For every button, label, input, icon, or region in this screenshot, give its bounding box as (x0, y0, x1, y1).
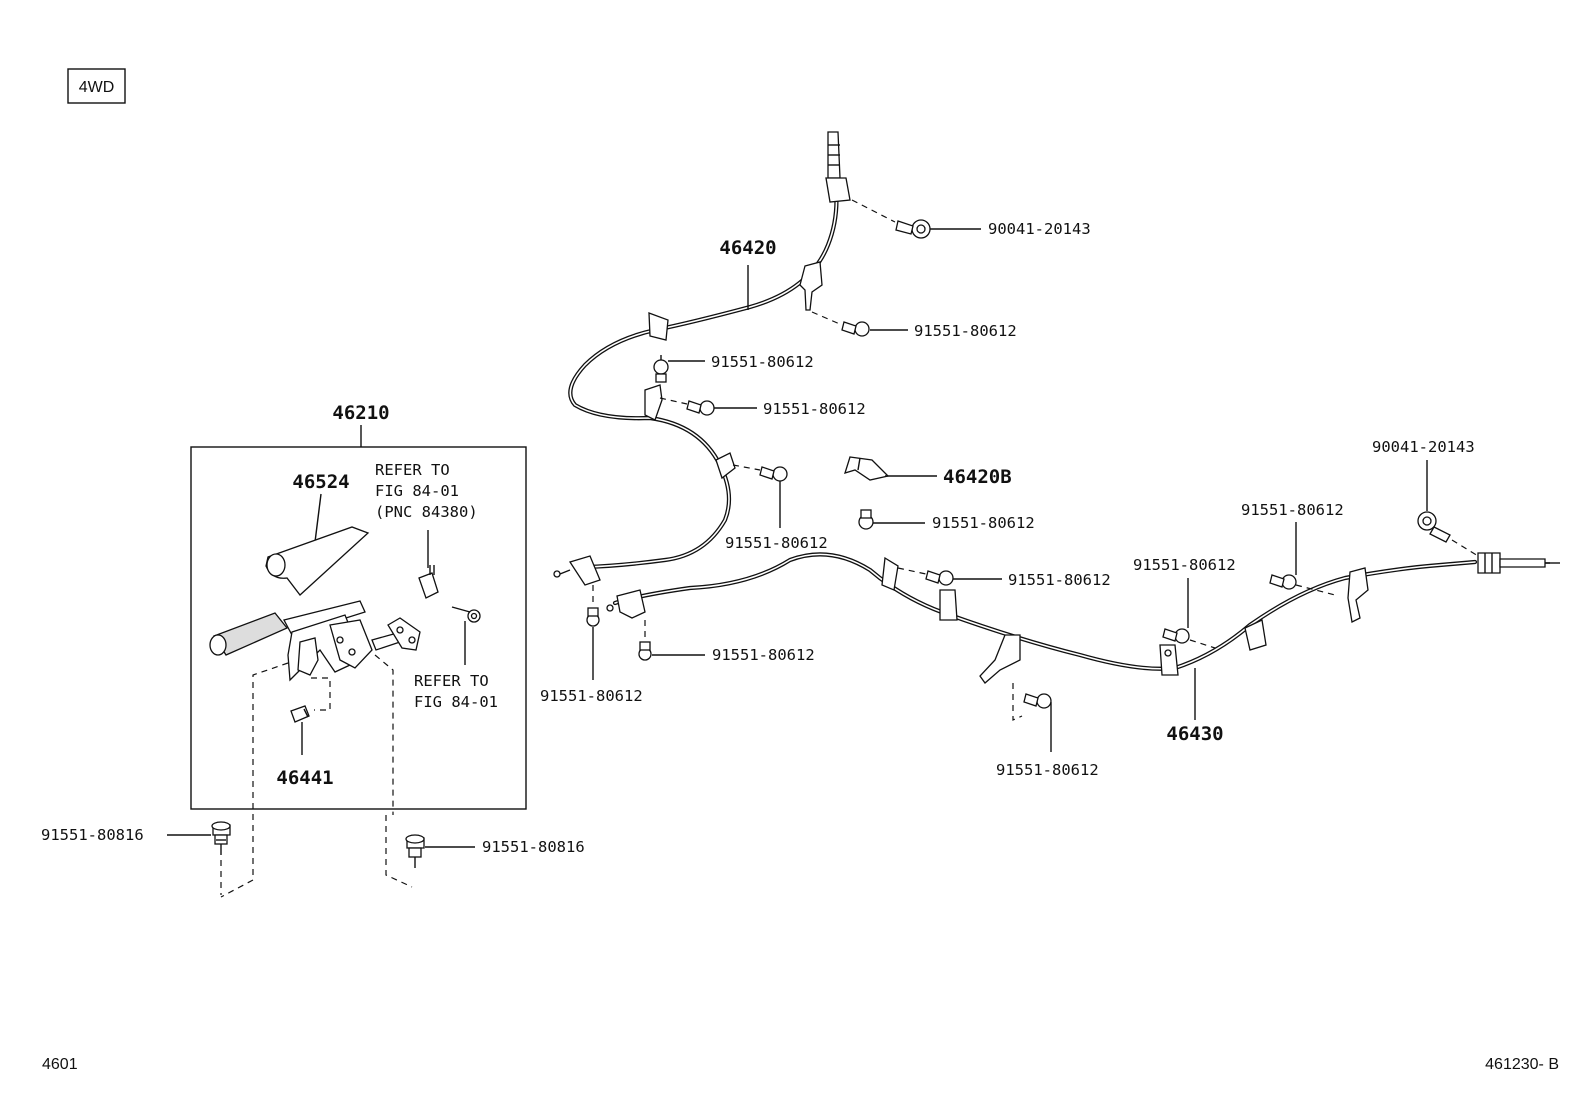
bolt-91551-80612-1 (841, 321, 870, 337)
part-label-b3[interactable]: 91551-80612 (763, 400, 866, 418)
refer-note-1-line1: REFER TO (375, 461, 450, 479)
bracket-46420B (844, 456, 890, 481)
part-label-b8[interactable]: 91551-80612 (712, 646, 815, 664)
bolt-91551-80816-left (211, 821, 231, 855)
part-label-91551-80816-left[interactable]: 91551-80816 (41, 826, 144, 844)
part-label-b7[interactable]: 91551-80612 (540, 687, 643, 705)
bolt-91551-80612-10 (1162, 628, 1190, 644)
part-label-b10[interactable]: 91551-80612 (1133, 556, 1236, 574)
part-label-90041-20143-right[interactable]: 90041-20143 (1372, 438, 1475, 456)
cable-46420 (553, 131, 851, 586)
bolt-91551-80816-right (405, 834, 425, 868)
refer-note-1-line3: (PNC 84380) (375, 503, 478, 521)
refer-note-2-line2: FIG 84-01 (414, 693, 498, 711)
lever-assembly-group: 46210 46524 REFER TO FIG (190, 402, 527, 898)
footer-figure-code: 461230- B (1485, 1056, 1559, 1073)
parking-brake-lever (209, 600, 421, 682)
part-label-b2[interactable]: 91551-80612 (711, 353, 814, 371)
bolt-91551-80612-8 (638, 641, 652, 661)
part-label-46420B[interactable]: 46420B (943, 466, 1012, 488)
cable-46430 (606, 552, 1560, 684)
part-label-b9[interactable]: 91551-80612 (996, 761, 1099, 779)
part-label-46210[interactable]: 46210 (332, 402, 389, 424)
bolt-90041-20143-top (895, 219, 931, 239)
variant-badge: 4WD (67, 68, 126, 104)
part-label-b4[interactable]: 91551-80612 (725, 534, 828, 552)
variant-badge-label: 4WD (79, 79, 115, 96)
lever-switch (418, 565, 439, 599)
part-label-b1[interactable]: 91551-80612 (914, 322, 1017, 340)
lever-assembly-box (190, 446, 527, 810)
part-label-90041-20143-top[interactable]: 90041-20143 (988, 220, 1091, 238)
bolt-91551-80612-3 (686, 400, 715, 416)
bolt-90041-20143-right (1417, 511, 1451, 543)
part-label-46524[interactable]: 46524 (292, 471, 349, 493)
footer-page-code: 4601 (42, 1056, 78, 1073)
part-label-b11[interactable]: 91551-80612 (1241, 501, 1344, 519)
refer-note-1-line2: FIG 84-01 (375, 482, 459, 500)
bolt-91551-80612-6 (925, 570, 954, 586)
bolt-91551-80612-11 (1269, 574, 1297, 590)
bolt-91551-80612-9 (1023, 693, 1052, 709)
part-label-46441[interactable]: 46441 (276, 767, 333, 789)
bolt-91551-80612-7 (586, 607, 600, 627)
lever-pin-46441 (290, 705, 310, 723)
refer-note-2-line1: REFER TO (414, 672, 489, 690)
part-label-b5[interactable]: 91551-80612 (932, 514, 1035, 532)
part-label-46420[interactable]: 46420 (719, 237, 776, 259)
part-label-46430[interactable]: 46430 (1166, 723, 1223, 745)
bolt-91551-80612-4 (759, 466, 788, 482)
part-label-b6[interactable]: 91551-80612 (1008, 571, 1111, 589)
part-label-91551-80816-right[interactable]: 91551-80816 (482, 838, 585, 856)
bolt-91551-80612-5 (858, 509, 874, 530)
bolt-91551-80612-2 (653, 355, 669, 383)
switch-screw (451, 606, 481, 623)
